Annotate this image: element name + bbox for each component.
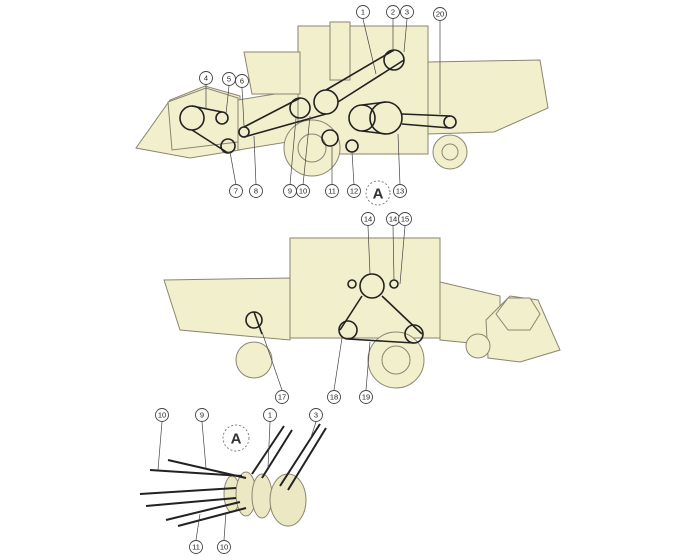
belt-left-loop [339,295,423,344]
callout-14-a: 14 [361,212,375,275]
detail-a-pulley-stack [139,423,327,527]
svg-text:10: 10 [220,543,228,552]
callout-8: 8 [249,135,263,198]
callout-19: 19 [359,341,373,404]
main-body-left [289,237,441,339]
svg-text:19: 19 [362,393,370,402]
combine-middle-view [163,237,561,389]
svg-text:3: 3 [405,8,409,17]
callout-detail-10-bottom: 10 [217,511,231,554]
svg-text:5: 5 [227,75,231,84]
detail-belt-10-lower [177,507,247,527]
svg-text:7: 7 [234,187,238,196]
reel-hex [495,297,541,331]
svg-text:10: 10 [299,187,307,196]
front-wheel-left-hub [381,345,411,375]
front-wheel-hub [297,133,327,163]
callout-1: 1 [356,5,377,75]
rear-body-left [163,277,291,341]
svg-text:17: 17 [278,393,286,402]
callout-5: 5 [222,72,236,115]
callout-20: 20 [433,7,447,114]
svg-text:1: 1 [268,411,272,420]
callout-detail-1: 1 [263,408,277,469]
rear-body [427,59,549,135]
svg-text:14: 14 [389,215,397,224]
detail-belt-10-upper [149,469,243,477]
detail-belt-long-a [139,487,237,495]
belt-left-rear [253,311,263,335]
rear-wheel-left [235,341,273,379]
svg-text:2: 2 [391,8,395,17]
callout-detail-9: 9 [195,408,209,469]
operator-platform [243,51,301,95]
svg-text:6: 6 [240,77,244,86]
callouts: 1 2 3 4 5 6 7 [155,5,447,554]
detail-belt-3 [279,423,327,491]
svg-text:3: 3 [314,411,318,420]
callout-detail-11: 11 [189,513,203,554]
svg-text:9: 9 [200,411,204,420]
callout-15: 15 [398,212,412,285]
section-marker-a: A [365,180,391,206]
svg-text:13: 13 [396,187,404,196]
svg-text:18: 18 [330,393,338,402]
svg-text:9: 9 [288,187,292,196]
header-wheel-left [465,333,491,359]
callout-13: 13 [393,133,407,198]
grain-tank-top [329,21,351,81]
svg-text:8: 8 [254,187,258,196]
svg-text:15: 15 [401,215,409,224]
callout-detail-10-top: 10 [155,408,169,471]
svg-text:A: A [373,186,384,203]
detail-belt-1 [251,425,293,479]
detail-belt-long-b [145,497,237,507]
detail-marker-a: A [222,424,250,452]
callout-18: 18 [327,337,343,404]
callout-17: 17 [261,331,289,404]
pulley-disc-3 [251,473,273,519]
belt-fan [361,101,387,135]
svg-text:A: A [231,431,242,448]
callout-2: 2 [386,5,400,52]
svg-text:12: 12 [350,187,358,196]
belt-walker [401,113,451,129]
callout-9: 9 [283,117,297,198]
svg-text:11: 11 [328,187,336,196]
callout-6: 6 [235,74,249,127]
detail-belt-11 [165,501,241,521]
belt-main [325,49,405,103]
rear-wheel-hub [441,143,459,161]
svg-text:10: 10 [158,411,166,420]
middle-view-drive [245,273,424,344]
belt-header [191,105,229,154]
detail-belt-9 [167,459,247,479]
callout-12: 12 [347,151,361,198]
svg-text:14: 14 [364,215,372,224]
combine-top-view [135,21,549,177]
callout-7: 7 [229,151,243,198]
callout-3: 3 [400,5,414,53]
svg-text:4: 4 [204,74,208,83]
left-small-pulley-a [347,279,357,289]
callout-11: 11 [325,146,339,198]
callout-10: 10 [296,115,311,198]
left-top-pulley [359,273,385,299]
callout-14-b: 14 [386,212,400,281]
sieve-pulley [321,129,339,147]
svg-text:20: 20 [436,10,444,19]
belt-feeder [243,97,327,138]
callout-4: 4 [199,71,213,108]
svg-text:11: 11 [192,543,200,552]
pulley-hub-plate [269,473,307,527]
svg-text:1: 1 [361,8,365,17]
callout-detail-3: 3 [309,408,323,441]
